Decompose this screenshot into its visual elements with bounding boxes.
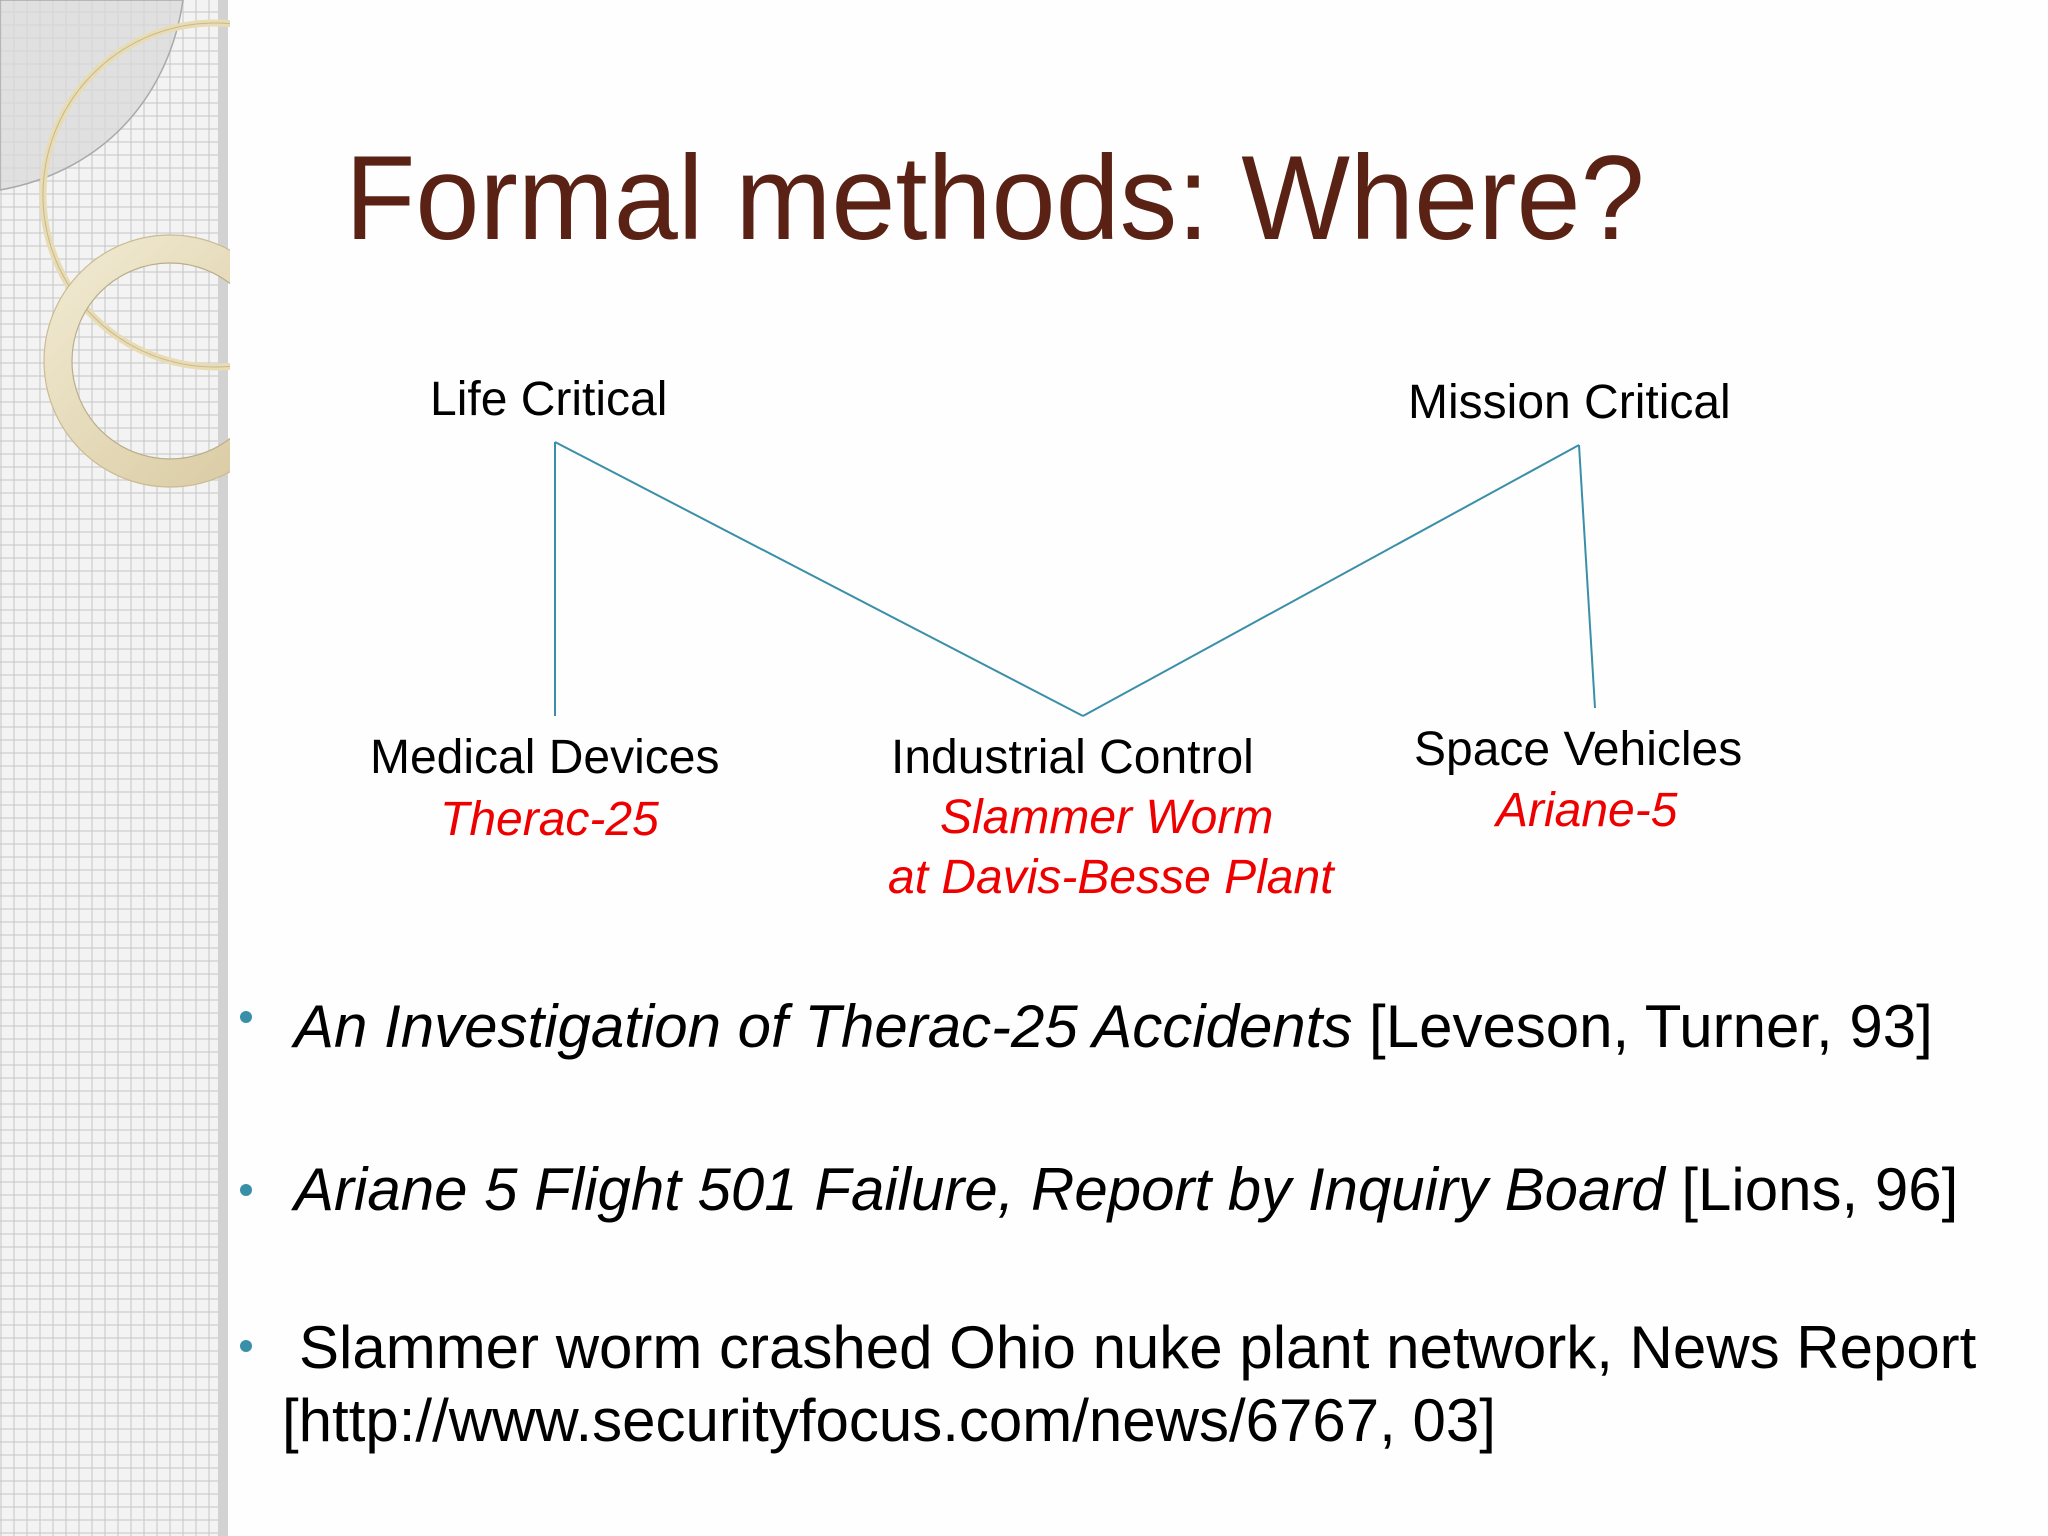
decorative-rings-icon — [0, 0, 230, 488]
category-mission-critical: Mission Critical — [1408, 376, 1731, 429]
example-therac-25: Therac-25 — [440, 793, 659, 846]
bullet-icon — [240, 1184, 252, 1196]
reference-citation: [Lions, 96] — [1681, 1156, 1959, 1223]
reference-ariane: Ariane 5 Flight 501 Failure, Report by I… — [294, 1160, 1958, 1220]
example-ariane-5: Ariane-5 — [1496, 784, 1678, 837]
connector-life-to-industrial — [554, 441, 1084, 717]
connector-mission-to-industrial — [1082, 444, 1580, 717]
domain-space-vehicles: Space Vehicles — [1414, 723, 1743, 776]
bullet-icon — [240, 1340, 252, 1352]
reference-citation: [Leveson, Turner, 93] — [1369, 993, 1933, 1060]
domain-medical-devices: Medical Devices — [370, 731, 720, 784]
reference-slammer-line2: [http://www.securityfocus.com/news/6767,… — [282, 1387, 1496, 1454]
category-life-critical: Life Critical — [430, 373, 668, 426]
reference-therac: An Investigation of Therac-25 Accidents … — [294, 997, 1933, 1057]
domain-industrial-control: Industrial Control — [891, 731, 1254, 784]
reference-title: Ariane 5 Flight 501 Failure, Report by I… — [294, 1156, 1665, 1223]
decorative-side-edge — [218, 0, 228, 1536]
example-davis-besse-plant: at Davis-Besse Plant — [888, 851, 1334, 904]
slide-title: Formal methods: Where? — [345, 131, 1645, 265]
example-slammer-worm: Slammer Worm — [940, 791, 1274, 844]
bullet-icon — [240, 1011, 252, 1023]
connector-mission-to-space — [1578, 444, 1596, 709]
reference-title: An Investigation of Therac-25 Accidents — [294, 993, 1353, 1060]
reference-slammer-line1: Slammer worm crashed Ohio nuke plant net… — [299, 1314, 1977, 1381]
